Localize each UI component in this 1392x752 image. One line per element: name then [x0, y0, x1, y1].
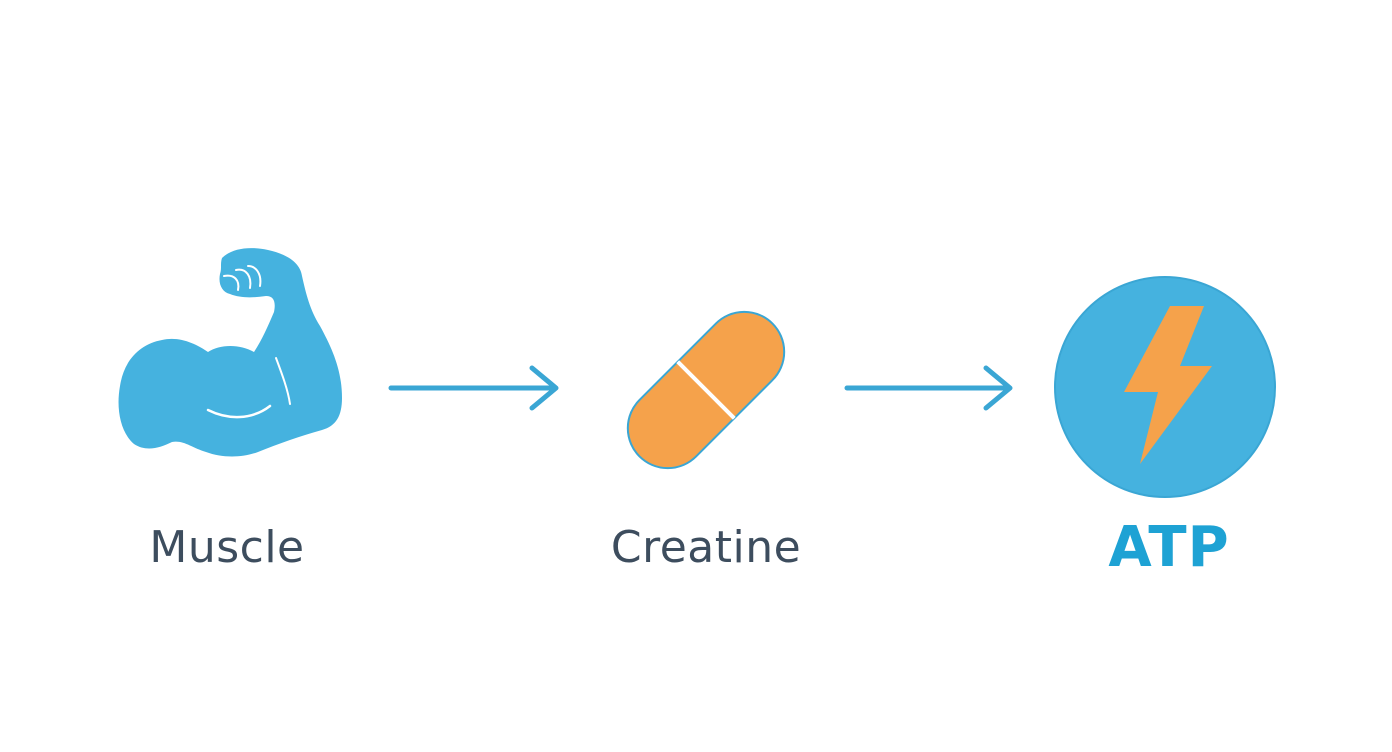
capsule-pill-icon — [626, 310, 786, 470]
fist-line-1 — [223, 274, 240, 291]
arrow-muscle-to-creatine — [388, 365, 559, 411]
atp-label: ATP — [1108, 515, 1230, 580]
arm-shape — [118, 248, 342, 457]
lightning-bolt-icon — [1054, 276, 1276, 498]
arrow-head — [983, 365, 1013, 411]
muscle-label: Muscle — [149, 522, 305, 573]
bicep-crease — [206, 404, 272, 419]
flexed-arm-icon — [118, 248, 342, 457]
lightning-bolt — [1124, 306, 1212, 464]
fist-line-3 — [247, 265, 262, 287]
creatine-label: Creatine — [610, 522, 802, 573]
capsule-divider — [676, 360, 736, 420]
fist-line-2 — [235, 268, 252, 289]
arrow-creatine-to-atp — [844, 365, 1013, 411]
arrow-head — [529, 365, 559, 411]
forearm-crease — [275, 357, 291, 405]
